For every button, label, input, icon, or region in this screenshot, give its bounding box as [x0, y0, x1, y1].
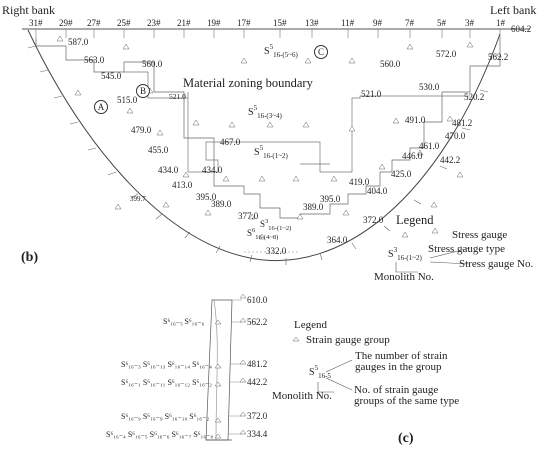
monolith-13: 13# — [305, 18, 319, 28]
c-group-row-2: S⁶₁₆₋₃ S⁶₁₆₋₁₃ S⁶₁₆₋₁₄ S⁶₁₆₋₄ — [121, 360, 212, 369]
monolith-15: 15# — [273, 18, 287, 28]
c-group-row-4: S⁶₁₆₋₉ S⁶₁₆₋₉ S⁶₁₆₋₁₀ S⁶₁₆₋₂ — [121, 412, 210, 421]
monolith-11: 11# — [341, 18, 355, 28]
gauge-label-low: S516-(1~2) — [254, 144, 288, 160]
monolith-31: 31# — [29, 18, 43, 28]
elev-372: 372.0 — [363, 215, 384, 225]
elev-560-right: 560.0 — [380, 59, 401, 69]
elev-413: 413.0 — [172, 180, 193, 190]
right-bank-label: Right bank — [2, 3, 55, 17]
c-group-row-3: S⁶₁₆₋₁ S⁶₁₆₋₁₁ S⁶₁₆₋₁₂ S⁶₁₆₋₂ — [121, 378, 212, 387]
legend-c-num-strain-1: The number of strain — [355, 350, 448, 362]
monolith-17: 17# — [237, 18, 251, 28]
zone-c-marker: C — [314, 45, 328, 59]
elev-399: 399.7 — [130, 195, 146, 203]
elev-562: 562.2 — [488, 52, 509, 62]
elev-442: 442.2 — [440, 155, 461, 165]
left-bank-label: Left bank — [490, 3, 537, 17]
monolith-9: 9# — [373, 18, 382, 28]
elev-520: 520.2 — [464, 92, 485, 102]
elev-377: 377.0 — [238, 211, 259, 221]
monolith-1: 1# — [496, 18, 505, 28]
legend-b-monolith-no: Monolith No. — [374, 271, 434, 283]
c-elev-610: 610.0 — [247, 295, 268, 305]
elev-521-left: 521.0 — [169, 92, 186, 101]
elev-395-right: 395.0 — [320, 194, 341, 204]
gauge-label-bottom-1: S316-(1~2) — [260, 218, 292, 232]
elev-389-left: 389.0 — [211, 199, 232, 209]
elev-434-mid: 434.0 — [202, 165, 223, 175]
monolith-5: 5# — [437, 18, 446, 28]
elev-446: 446.0 — [402, 151, 423, 161]
c-elev-442: 442.2 — [247, 377, 268, 387]
elev-332: 332.0 — [266, 246, 287, 256]
legend-b-stress-gauge: Stress gauge — [452, 229, 508, 241]
monolith-21: 21# — [177, 18, 191, 28]
c-group-row-1: S⁶₁₆₋₅ S⁶₁₆₋₆ — [163, 317, 205, 326]
legend-c-no-groups-2: groups of the same type — [354, 395, 460, 407]
elev-587: 587.0 — [68, 37, 89, 47]
zone-a-marker: A — [94, 100, 108, 114]
elev-515: 515.0 — [117, 95, 138, 105]
elev-530: 530.0 — [419, 82, 440, 92]
elev-545: 545.0 — [101, 71, 122, 81]
legend-c-example: S516-5 — [309, 364, 331, 380]
monolith-29: 29# — [59, 18, 73, 28]
elev-419: 419.0 — [349, 177, 370, 187]
legend-c-num-strain-2: gauges in the group — [355, 361, 442, 373]
gauge-label-top: S516-(5~6) — [264, 43, 298, 59]
monolith-3: 3# — [465, 18, 474, 28]
elev-425: 425.0 — [391, 169, 412, 179]
elev-481: 481.2 — [452, 118, 473, 128]
legend-b-title: Legend — [396, 213, 434, 227]
c-group-row-5: S⁶₁₆₋₄ S⁶₁₆₋₅ S⁶₁₆₋₆ S⁶₁₆₋₇ S⁶₁₆₋₈ — [106, 430, 214, 439]
elev-572: 572.0 — [436, 49, 457, 59]
elev-461: 461.0 — [419, 141, 440, 151]
gauge-label-bottom-2: S616-(4~8) — [247, 227, 279, 241]
monolith-25: 25# — [117, 18, 131, 28]
material-boundary-label: Material zoning boundary — [183, 76, 313, 90]
c-elev-481: 481.2 — [247, 359, 268, 369]
gauge-label-mid: S516-(3~4) — [248, 104, 282, 120]
elev-455: 455.0 — [148, 145, 169, 155]
elev-395-left: 395.0 — [196, 192, 217, 202]
elev-467: 467.0 — [220, 137, 241, 147]
monolith-19: 19# — [207, 18, 221, 28]
elev-563: 563.0 — [84, 55, 105, 65]
elev-404: 404.0 — [367, 186, 388, 196]
legend-c-title: Legend — [294, 319, 327, 331]
legend-c-monolith-no: Monolith No. — [272, 390, 332, 402]
elev-434-left: 434.0 — [158, 165, 179, 175]
legend-b-example: S316-(1~2) — [388, 246, 422, 262]
elev-364: 364.0 — [327, 235, 348, 245]
panel-c-label: (c) — [398, 431, 414, 446]
c-elev-562: 562.2 — [247, 317, 268, 327]
legend-c-no-groups-1: No. of strain gauge — [354, 384, 439, 396]
elev-389-right: 389.0 — [303, 202, 324, 212]
legend-b-gauge-no: Stress gauge No. — [459, 258, 534, 270]
monolith-23: 23# — [147, 18, 161, 28]
monolith-27: 27# — [87, 18, 101, 28]
elev-491: 491.0 — [405, 115, 426, 125]
elev-604: 604.2 — [511, 24, 532, 34]
monolith-7: 7# — [405, 18, 414, 28]
elev-470: 470.0 — [445, 131, 466, 141]
zone-b-marker: B — [136, 84, 150, 98]
c-elev-372: 372.0 — [247, 411, 268, 421]
c-elev-334: 334.4 — [247, 429, 268, 439]
elev-479: 479.0 — [131, 125, 152, 135]
elev-560-left: 560.0 — [142, 59, 163, 69]
legend-c-strain-group: Strain gauge group — [306, 334, 390, 346]
legend-b-gauge-type: Stress gauge type — [428, 243, 505, 255]
elev-521-right: 521.0 — [361, 89, 382, 99]
panel-b-label: (b) — [21, 250, 39, 265]
